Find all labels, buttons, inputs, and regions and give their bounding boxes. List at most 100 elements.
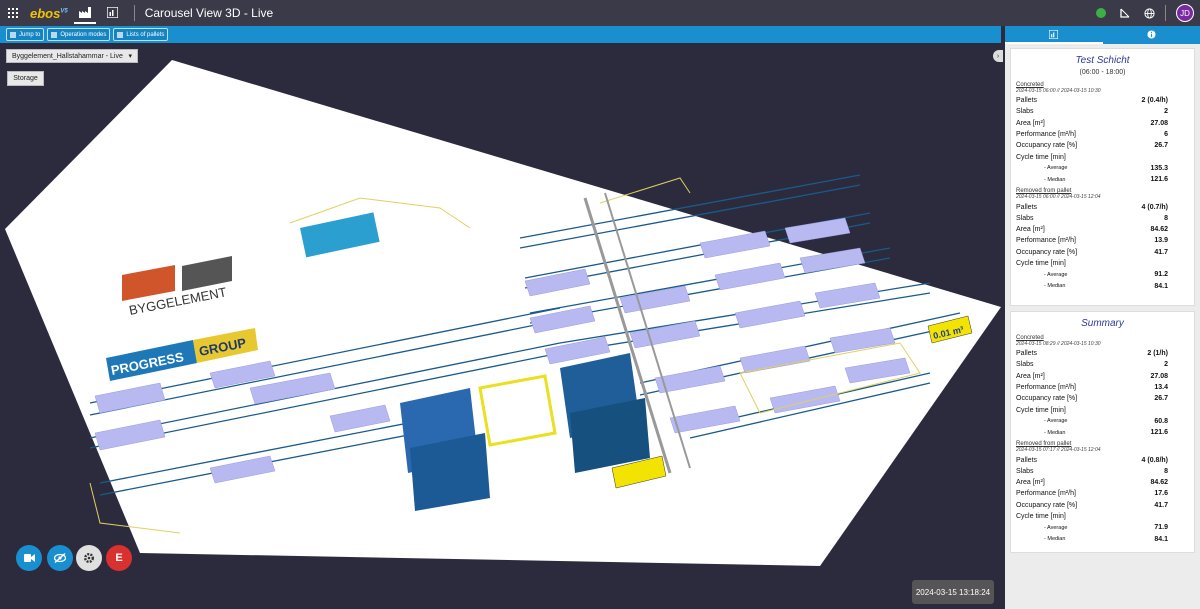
logo-block-orange (122, 265, 175, 301)
carousel-3d-viewport[interactable]: BYGGELEMENT PROGRESS GROUP 0.01 m³ Bygge… (0, 43, 1001, 609)
stat-row: Performance [m²/h]17.6 (1016, 490, 1168, 498)
stat-row: Occupancy rate [%]41.7 (1016, 248, 1168, 256)
settings-button[interactable] (76, 545, 102, 571)
removed-heading: Removed from pallet (1016, 188, 1072, 195)
summary-stats-card: Summary Concreted 2024-03-15 08:29 // 20… (1010, 311, 1195, 553)
plant-floor-render: BYGGELEMENT PROGRESS GROUP 0.01 m³ (5, 60, 1001, 566)
removed-range: 2024-03-15 07:17 // 2024-03-15 12:04 (1016, 447, 1101, 454)
chevron-down-icon: ▾ (128, 53, 132, 60)
eye-off-icon (54, 553, 66, 563)
page-title: Carousel View 3D - Live (144, 6, 274, 20)
summary-title: Summary (1081, 318, 1124, 329)
stat-row: Area [m²]27.08 (1016, 372, 1168, 380)
stat-row: Area [m²]84.62 (1016, 479, 1168, 487)
removed-range: 2024-03-15 06:00 // 2024-03-15 12:04 (1016, 194, 1101, 201)
apps-grid-icon[interactable] (0, 0, 26, 26)
user-avatar[interactable]: JD (1176, 4, 1194, 22)
divider (133, 5, 135, 21)
concreted-range: 2024-03-15 06:00 // 2024-03-15 10:30 (1016, 88, 1101, 94)
shift-title: Test Schicht (1075, 55, 1130, 66)
concreted-range: 2024-03-15 08:29 // 2024-03-15 10:30 (1016, 341, 1101, 347)
stat-row: Occupancy rate [%]26.7 (1016, 395, 1168, 403)
bar-chart-icon (107, 6, 119, 18)
logo-block-grey (182, 256, 232, 291)
bar-chart-icon (1049, 29, 1059, 39)
stat-row: Area [m²]27.08 (1016, 119, 1168, 127)
group-banner (193, 328, 258, 363)
machines (300, 212, 650, 511)
list-icon (117, 31, 124, 38)
storage-button[interactable]: Storage (7, 71, 44, 86)
stat-row: Area [m²]84.62 (1016, 226, 1168, 234)
stat-row: Performance [m²/h]13.4 (1016, 384, 1168, 392)
stat-row: Occupancy rate [%]26.7 (1016, 142, 1168, 150)
lists-of-pallets-button[interactable]: Lists of pallets (113, 28, 169, 41)
removed-heading: Removed from pallet (1016, 441, 1072, 448)
camera-button[interactable] (16, 545, 42, 571)
globe-icon[interactable] (1139, 3, 1159, 23)
panel-tabs (1005, 26, 1200, 44)
location-select[interactable]: Byggelement_Hallstahammar - Live ▾ (6, 49, 138, 63)
top-bar: ebosV5 Carousel View 3D - Live JD (0, 0, 1200, 26)
info-icon (1147, 29, 1156, 39)
panel-collapse-toggle[interactable]: › (993, 50, 1003, 62)
stat-row: Cycle time [min] (1016, 260, 1066, 267)
ruler-icon[interactable] (1115, 3, 1135, 23)
info-sign (611, 455, 667, 489)
connection-status-icon (1091, 3, 1111, 23)
statistics-panel: Test Schicht (06:00 - 18:00) Concreted 2… (1005, 26, 1200, 609)
stat-row: Occupancy rate [%]41.7 (1016, 501, 1168, 509)
concreted-heading: Concreted (1016, 82, 1044, 88)
reports-tab[interactable] (102, 2, 124, 24)
gear-icon (84, 553, 94, 563)
factory-view-tab[interactable] (73, 2, 96, 24)
app-logo: ebosV5 (30, 5, 68, 21)
pallets (94, 217, 911, 484)
tab-info[interactable] (1103, 26, 1200, 44)
stat-row: Cycle time [min] (1016, 406, 1066, 414)
floor-plane (5, 60, 1001, 566)
operation-modes-button[interactable]: Operation modes (47, 28, 111, 41)
jump-to-button[interactable]: Jump to (6, 28, 45, 41)
jump-icon (10, 31, 16, 38)
tab-statistics[interactable] (1005, 26, 1103, 44)
video-camera-icon (23, 554, 35, 562)
modes-icon (51, 31, 58, 38)
shift-stats-card: Test Schicht (06:00 - 18:00) Concreted 2… (1010, 48, 1195, 306)
stat-row: Performance [m²/h]6 (1016, 131, 1168, 139)
stat-row: Cycle time [min] (1016, 153, 1066, 161)
stat-row: Performance [m²/h]13.9 (1016, 237, 1168, 245)
concreted-heading: Concreted (1016, 335, 1044, 341)
stat-row: Cycle time [min] (1016, 513, 1066, 520)
gantry-crane (583, 192, 691, 474)
factory-icon (78, 6, 91, 18)
volume-badge-bg (927, 315, 973, 344)
visibility-toggle-button[interactable] (47, 545, 73, 571)
live-timestamp: 2024-03-15 13:18:24 (912, 580, 994, 604)
progress-banner (106, 340, 197, 381)
action-toolbar: Jump to Operation modes Lists of pallets (0, 26, 1001, 43)
chevron-right-icon: › (996, 52, 1000, 60)
divider (1165, 5, 1166, 21)
edit-mode-button[interactable]: E (106, 545, 132, 571)
safety-fences (89, 177, 921, 534)
